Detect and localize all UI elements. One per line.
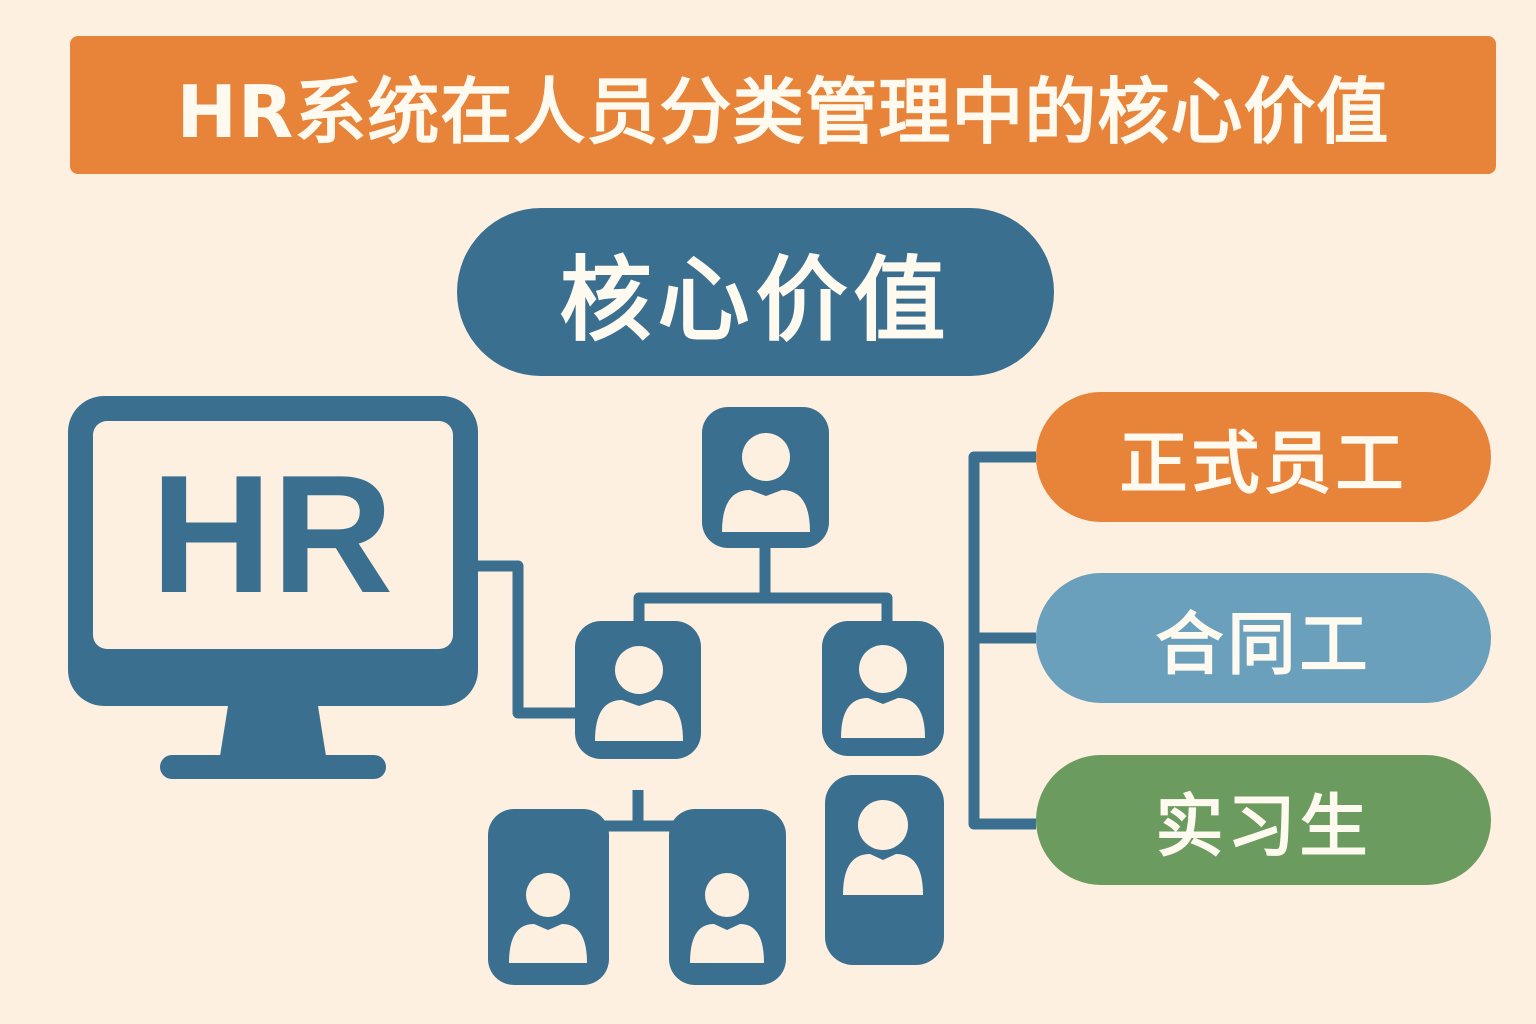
title-banner: HR系统在人员分类管理中的核心价值 — [70, 36, 1496, 174]
person-icon-bottom-2 — [669, 809, 786, 985]
hr-monitor-label: HR — [92, 420, 452, 648]
hr-text: HR — [150, 439, 394, 628]
category-intern: 实习生 — [1036, 755, 1491, 885]
page-title: HR系统在人员分类管理中的核心价值 — [176, 69, 1390, 154]
category-contract: 合同工 — [1036, 573, 1491, 703]
person-icon-mid-left — [575, 621, 701, 759]
core-value-label: 核心价值 — [559, 246, 952, 354]
category-label: 实习生 — [1155, 787, 1372, 867]
core-value-pill: 核心价值 — [457, 208, 1054, 376]
person-icon-bottom-1 — [488, 809, 609, 985]
person-icon-bottom-3 — [825, 775, 944, 965]
person-icon-top — [702, 407, 829, 548]
monitor-icon — [68, 396, 478, 779]
category-full-time: 正式员工 — [1036, 392, 1491, 522]
person-icon-mid-right — [822, 621, 944, 756]
category-label: 合同工 — [1155, 605, 1372, 685]
category-label: 正式员工 — [1119, 424, 1408, 504]
